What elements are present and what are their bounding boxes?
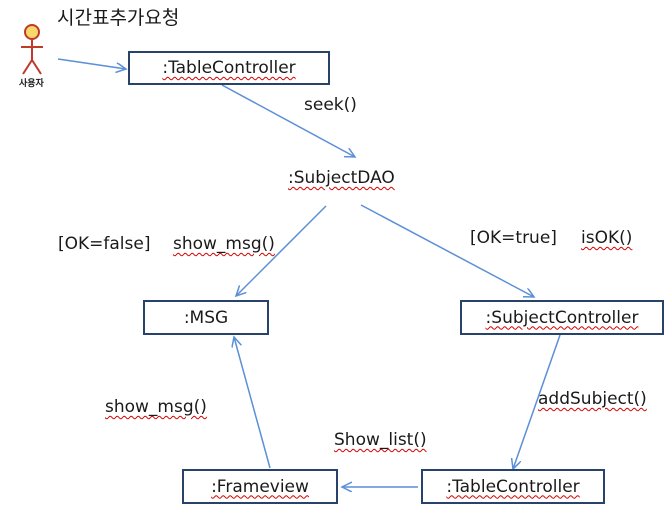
message-seek: seek() [304,95,357,115]
subjectdao-object: :SubjectDAO [288,168,395,188]
guard-ok-true: [OK=true] [470,228,557,248]
arrow-show-msg-to-msg [236,205,327,296]
message-show-msg-1: show_msg() [173,234,275,254]
msg-box: :MSG [143,300,269,335]
arrow-seek [221,84,355,157]
guard-ok-false: [OK=false] [58,234,151,254]
arrow-isok [360,204,534,297]
message-isok: isOK() [581,228,633,248]
frameview-label: :Frameview [211,476,309,497]
tablecontroller-top-box: :TableController [128,51,330,85]
diagram-title: 시간표추가요청 [57,7,180,29]
subjectcontroller-box: :SubjectController [460,300,664,335]
tablecontroller-top-label: :TableController [162,58,296,78]
tablecontroller-bottom-label: :TableController [446,476,580,497]
actor-stick-figure-icon [21,24,43,75]
message-show-list: Show_list() [334,430,427,450]
arrow-actor-to-tablecontroller [57,58,126,69]
actor-label: 사용자 [19,79,44,89]
message-addsubject: addSubject() [538,389,647,409]
frameview-box: :Frameview [182,469,338,504]
tablecontroller-bottom-box: :TableController [421,469,605,504]
subjectcontroller-label: :SubjectController [485,307,639,328]
message-show-msg-2: show_msg() [105,397,207,417]
arrow-frameview-to-msg [234,337,271,469]
arrow-addsubject [513,334,561,469]
msg-label: :MSG [183,307,229,328]
